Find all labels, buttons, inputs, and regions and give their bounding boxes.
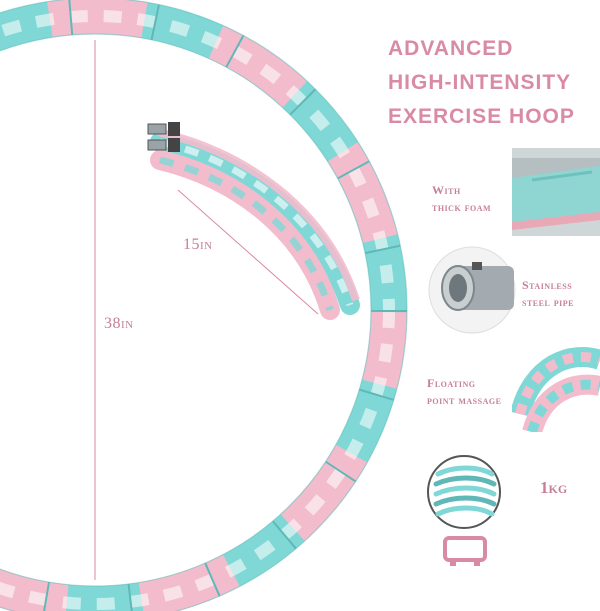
massage-point-icon bbox=[512, 347, 600, 432]
steel-pipe-icon bbox=[428, 246, 516, 334]
diameter-label: 38in bbox=[104, 315, 134, 332]
loose-segments bbox=[147, 122, 360, 320]
scale-icon bbox=[443, 536, 487, 566]
product-title: ADVANCED HIGH-INTENSITY EXERCISE HOOP bbox=[388, 32, 600, 134]
title-line-2: HIGH-INTENSITY bbox=[388, 71, 572, 94]
feature-thick-foam-text: With thick foam bbox=[432, 183, 492, 214]
segment-length-label: 15in bbox=[183, 236, 213, 253]
weight-label: 1kg bbox=[540, 478, 568, 497]
hoop-ring bbox=[0, 0, 408, 611]
title-line-1: ADVANCED bbox=[388, 37, 514, 60]
thick-foam-icon bbox=[512, 148, 600, 236]
feature-massage-text: Floating point massage bbox=[427, 376, 502, 407]
segment-length-line bbox=[177, 189, 319, 315]
hoop-stack-icon bbox=[427, 455, 501, 529]
feature-steel-pipe-text: Stainless steel pipe bbox=[522, 278, 575, 309]
title-line-3: EXERCISE HOOP bbox=[388, 105, 575, 128]
